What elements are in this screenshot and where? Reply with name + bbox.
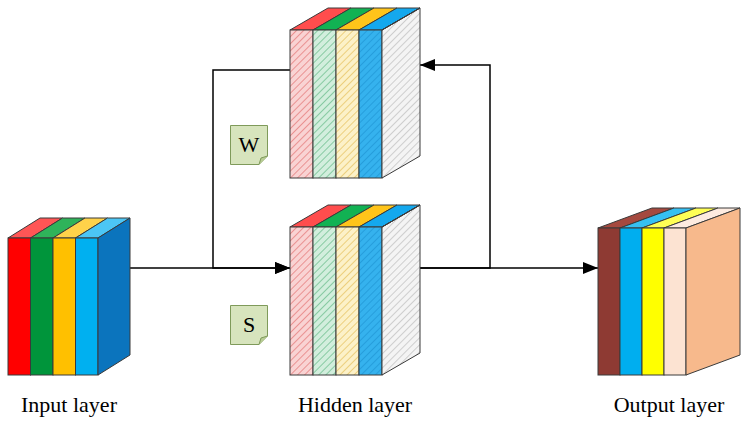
layer-stack-graphic — [8, 218, 130, 375]
stack-outline — [598, 208, 740, 375]
slice-front-face — [8, 238, 31, 375]
stack-top-cap — [382, 205, 420, 227]
weight-note: S — [230, 305, 268, 345]
slice-front-face — [620, 228, 642, 375]
layer-label: Input layer — [21, 393, 117, 417]
slice-front-face — [313, 30, 336, 178]
stack-outline — [290, 8, 420, 178]
slice-front-face — [53, 238, 76, 375]
note-fold — [259, 336, 268, 345]
stack-side-face — [382, 205, 420, 375]
stack-top-cap — [382, 8, 420, 30]
weight-note: W — [230, 125, 268, 165]
slice-front-face — [31, 238, 54, 375]
stack-outline — [8, 218, 130, 375]
stack-side-face — [382, 8, 420, 178]
layer-stack: Output layer — [598, 208, 740, 375]
slice-front-face — [290, 227, 313, 375]
note-icon — [231, 126, 268, 165]
layer-stack: Input layer — [8, 218, 130, 375]
layer-stack: Hidden layer — [290, 205, 420, 375]
layer-label: Hidden layer — [298, 393, 412, 417]
layer-stack-graphic — [290, 8, 420, 178]
connector-arrow — [420, 65, 490, 268]
note-fold — [259, 156, 268, 165]
weight-symbol: S — [243, 314, 255, 336]
slice-front-face — [642, 228, 664, 375]
stack-side-face — [686, 208, 740, 375]
slice-front-face — [598, 228, 620, 375]
weight-symbol: W — [239, 134, 260, 156]
slice-front-face — [76, 238, 99, 375]
layer-label: Output layer — [614, 393, 725, 417]
slice-front-face — [359, 227, 382, 375]
slice-front-face — [336, 227, 359, 375]
slice-front-face — [290, 30, 313, 178]
layer-stack — [290, 8, 420, 178]
stack-outline — [290, 205, 420, 375]
note-icon — [231, 306, 268, 345]
slice-front-face — [664, 228, 686, 375]
slice-front-face — [359, 30, 382, 178]
connector-arrow — [213, 70, 290, 268]
slice-front-face — [313, 227, 336, 375]
layer-stack-graphic — [598, 208, 740, 375]
slice-front-face — [336, 30, 359, 178]
layer-stack-graphic — [290, 205, 420, 375]
stack-side-face — [98, 218, 130, 375]
